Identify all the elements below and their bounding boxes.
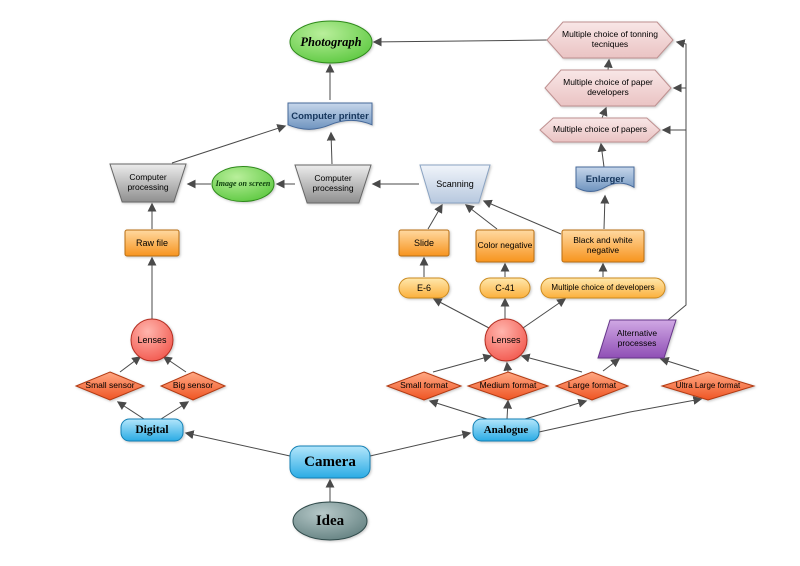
edge-digital-to-big-sensor [160, 401, 190, 420]
e6-shape [398, 277, 450, 299]
slide-shape [398, 229, 450, 257]
edge-color-negative-to-scanning [464, 204, 498, 230]
edge-analogue-to-ultra-large-format [538, 395, 703, 433]
scanning-shape [419, 164, 491, 204]
edge-slide-to-scanning [427, 203, 443, 230]
edge-analogue-to-medium-format [503, 399, 513, 420]
ultra-large-format-shape [660, 371, 756, 401]
edge-papers-to-paper-developers [598, 106, 608, 119]
papers-shape [539, 117, 661, 143]
tonning-shape [546, 21, 674, 59]
edge-camera-to-analogue [369, 430, 472, 457]
c41-shape [479, 277, 531, 299]
big-sensor-shape [159, 371, 227, 401]
photograph-shape [289, 20, 373, 64]
edge-lenses-analogue-to-developers [522, 298, 567, 329]
edges-layer [116, 37, 703, 502]
small-sensor-shape [74, 371, 146, 401]
edge-analogue-to-large-format [524, 398, 588, 420]
image-on-screen-shape [211, 166, 275, 202]
edge-small-sensor-to-lenses [119, 356, 142, 373]
medium-format-shape [466, 371, 550, 401]
edge-enlarger-to-papers [597, 142, 607, 168]
lenses-digital-shape [130, 318, 174, 362]
shapes-layer [74, 20, 756, 541]
paper-developers-shape [544, 69, 672, 107]
bw-negative-shape [561, 229, 645, 263]
computer-processing-left-shape [109, 163, 187, 203]
edge-big-sensor-to-lenses [162, 356, 187, 373]
edge-alternative-processes-to-tonning [667, 39, 687, 321]
edge-paper-developers-to-tonning [603, 58, 613, 71]
enlarger-shape [575, 166, 635, 192]
edge-camera-to-digital [184, 430, 291, 457]
lenses-analogue-shape [484, 318, 528, 362]
digital-shape [120, 418, 184, 442]
edge-bw-negative-to-enlarger [600, 194, 610, 230]
edge-analogue-to-small-format [428, 399, 488, 420]
edge-small-format-to-lenses [432, 353, 493, 373]
camera-shape [289, 445, 371, 479]
edge-bw-negative-to-scanning [482, 199, 562, 235]
large-format-shape [554, 371, 630, 401]
color-negative-shape [475, 229, 535, 263]
edge-ultra-large-format-to-alternative-processes [659, 357, 700, 372]
edge-large-format-to-alternative-processes [602, 358, 621, 372]
edge-medium-format-to-lenses [503, 361, 513, 373]
small-format-shape [385, 371, 463, 401]
edge-tonning-to-photograph [372, 37, 548, 47]
edge-processing-left-to-printer [171, 124, 287, 164]
computer-processing-right-shape [294, 164, 372, 204]
edge-large-format-to-lenses [520, 353, 583, 373]
edge-lenses-analogue-to-e6 [432, 298, 490, 329]
edge-digital-to-small-sensor [116, 401, 145, 420]
idea-shape [292, 501, 368, 541]
developers-shape [540, 277, 666, 299]
alternative-processes-shape [597, 319, 677, 359]
raw-file-shape [124, 229, 180, 257]
computer-printer-shape [287, 102, 373, 130]
analogue-shape [472, 418, 540, 442]
edge-processing-right-to-printer [326, 131, 336, 165]
